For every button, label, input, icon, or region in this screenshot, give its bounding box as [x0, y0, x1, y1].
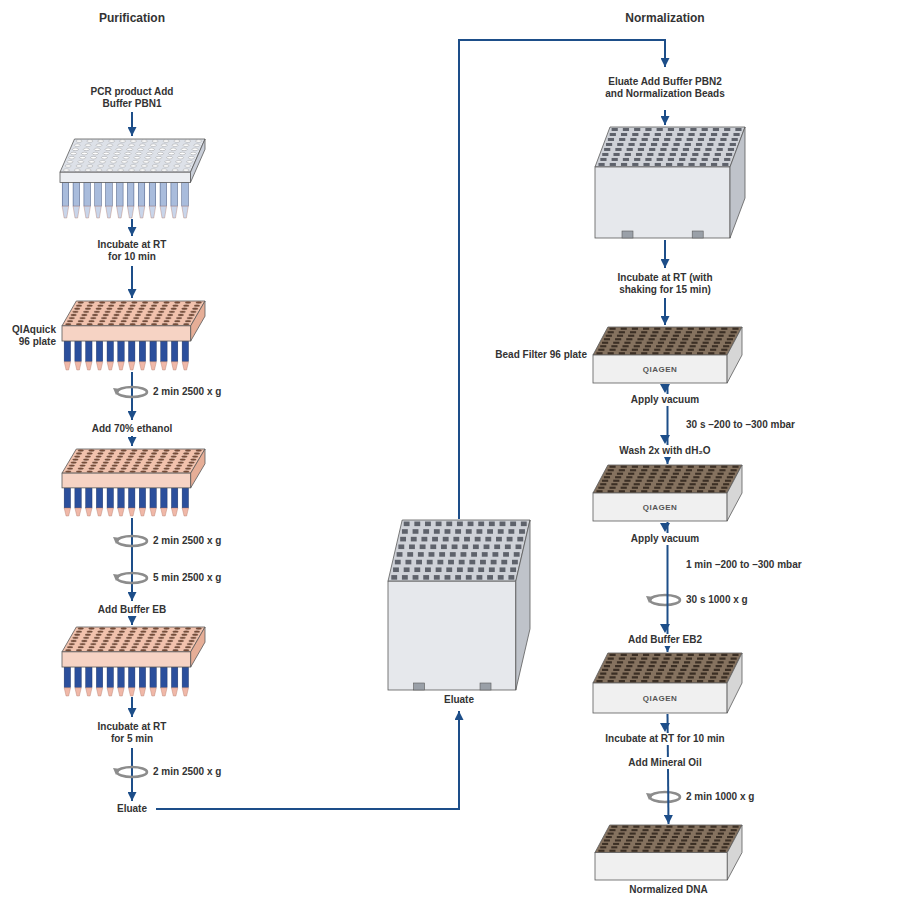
flow-arrows [132, 40, 665, 809]
flow-connector [668, 714, 669, 824]
deep-well-block-outline [388, 520, 530, 690]
pcr-plate [60, 139, 205, 218]
centrifuge-symbol [113, 767, 147, 777]
step-text: Eluate Add Buffer PBN2 and Normalization… [602, 76, 728, 100]
deep-well-block: Eluate [388, 520, 530, 690]
step-text: Wash 2x with dH₂O [616, 445, 713, 457]
section-heading: Normalization [622, 11, 707, 26]
step-text: Incubate at RT for 10 min [89, 239, 175, 263]
flow-arrow [664, 240, 666, 268]
bead-filter-plate: QIAGEN [593, 653, 742, 713]
brand-mark: QIAGEN [643, 365, 678, 374]
step-text: Incubate at RT for 5 min [89, 721, 175, 745]
flow-arrow [131, 219, 133, 236]
qiaquick-plate [62, 449, 205, 516]
step-parameter: 2 min 1000 x g [683, 791, 757, 803]
flow-arrow [131, 518, 133, 601]
bead-filter-plate: QIAGEN [593, 465, 742, 521]
step-text: Eluate [114, 803, 150, 815]
flow-arrow [131, 112, 133, 136]
plate-label: Normalized DNA [629, 884, 707, 896]
deep-well-block [595, 127, 745, 238]
step-parameter: 2 min 2500 x g [150, 535, 224, 547]
step-text: Apply vacuum [628, 394, 702, 406]
centrifuge-symbol [646, 792, 680, 802]
centrifuge-symbol [646, 595, 680, 605]
flow-arrow [156, 711, 459, 809]
elution-plate-outline [595, 825, 742, 880]
step-parameter: 30 s –200 to –300 mbar [683, 419, 798, 431]
section-heading: Purification [96, 11, 168, 26]
bead-filter-plate-outline [593, 653, 742, 713]
centrifuge-symbol [113, 573, 147, 583]
bead-filter-plate-outline [593, 327, 742, 383]
step-text: Apply vacuum [628, 533, 702, 545]
step-parameter: 5 min 2500 x g [150, 572, 224, 584]
bead-filter-plate: Bead Filter 96 plateQIAGEN [593, 327, 742, 383]
bead-filter-plate-outline [593, 465, 742, 521]
brand-mark: QIAGEN [643, 694, 678, 703]
plate-label: QIAquick 96 plate [0, 324, 56, 348]
flow-arrow [664, 110, 666, 125]
step-text: Incubate at RT (with shaking for 15 min) [597, 272, 733, 296]
elution-plate: Normalized DNA [595, 825, 742, 880]
flow-arrow [131, 436, 133, 446]
step-text: Add 70% ethanol [89, 423, 176, 435]
flow-arrow [131, 266, 133, 298]
brand-mark: QIAGEN [643, 503, 678, 512]
plate-label: Bead Filter 96 plate [495, 349, 587, 361]
step-parameter: 2 min 2500 x g [150, 766, 224, 778]
step-text: Add Buffer EB2 [625, 634, 705, 646]
step-text: Incubate at RT for 10 min [602, 733, 727, 745]
step-text: Add Buffer EB [95, 604, 169, 616]
step-parameter: 1 min –200 to –300 mbar [683, 559, 805, 571]
flow-arrow [131, 618, 133, 625]
qiaquick-plate [62, 627, 205, 696]
step-parameter: 2 min 2500 x g [150, 386, 224, 398]
step-text: PCR product Add Buffer PBN1 [86, 86, 178, 110]
qiaquick-plate-outline [62, 301, 205, 370]
flow-arrow [131, 697, 133, 717]
centrifuge-symbol [113, 536, 147, 546]
qiaquick-plate: QIAquick 96 plate [62, 301, 205, 370]
plate-label: Eluate [444, 694, 474, 706]
flow-arrow [131, 748, 133, 801]
step-parameter: 30 s 1000 x g [683, 594, 751, 606]
flow-arrow [664, 298, 666, 325]
step-text: Add Mineral Oil [625, 757, 704, 769]
centrifuge-symbol [113, 387, 147, 397]
